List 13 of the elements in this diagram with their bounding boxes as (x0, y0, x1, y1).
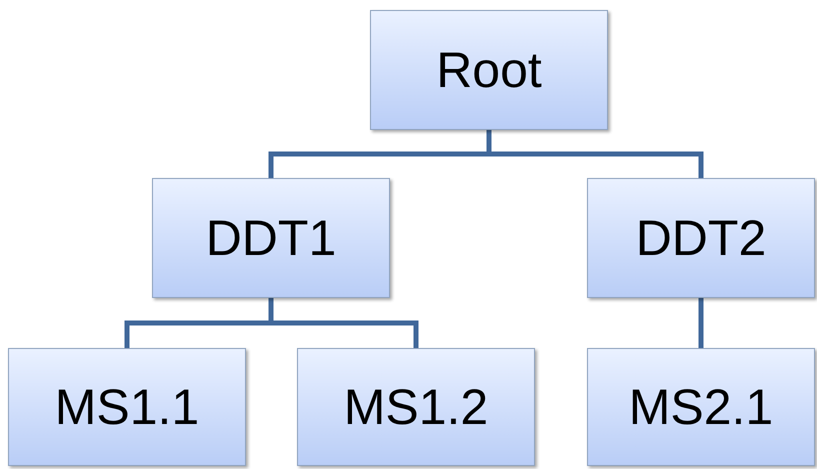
connector-line (698, 298, 704, 348)
tree-node-box (587, 178, 815, 298)
node-label: Root (436, 45, 542, 95)
tree-node-box (297, 348, 535, 466)
node-label: MS2.1 (628, 382, 774, 432)
tree-node-box (8, 348, 246, 466)
node-label: DDT2 (636, 213, 766, 263)
tree-node-box (370, 10, 608, 130)
tree-node-box (152, 178, 390, 298)
node-label: MS1.2 (344, 382, 488, 432)
tree-node-box (587, 348, 815, 466)
node-label: DDT1 (206, 213, 336, 263)
node-label: MS1.1 (54, 382, 200, 432)
